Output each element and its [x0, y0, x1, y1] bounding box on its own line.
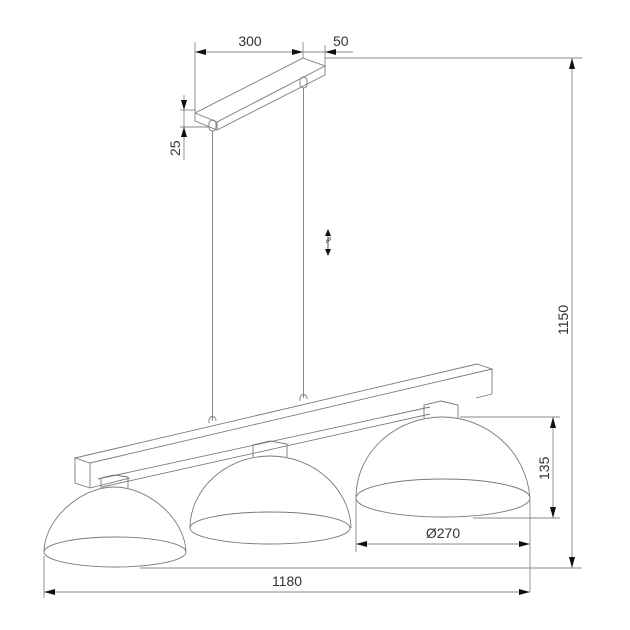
right-shade — [355, 400, 531, 518]
label-1180: 1180 — [272, 573, 302, 589]
dimension-overall-length: 1180 — [43, 556, 530, 598]
label-1150: 1150 — [555, 305, 571, 335]
adjustable-height-icon — [325, 229, 332, 256]
left-shade — [43, 474, 187, 568]
dimension-canopy-length: 300 — [194, 33, 304, 112]
middle-shade — [189, 440, 352, 545]
dimension-shade-diameter: Ø270 — [355, 500, 531, 592]
suspension-cables — [208, 88, 308, 423]
lamp-bar — [73, 363, 494, 489]
label-50: 50 — [333, 33, 349, 49]
label-25: 25 — [167, 140, 183, 156]
label-135: 135 — [536, 456, 552, 480]
label-300: 300 — [238, 33, 262, 49]
dimension-overall-height: 1150 — [140, 57, 582, 569]
canopy — [193, 57, 327, 132]
dimension-shade-height: 135 — [460, 416, 560, 519]
label-diameter-270: Ø270 — [426, 525, 460, 541]
dimension-canopy-width: 50 — [303, 33, 353, 66]
dimension-canopy-height: 25 — [167, 95, 210, 160]
